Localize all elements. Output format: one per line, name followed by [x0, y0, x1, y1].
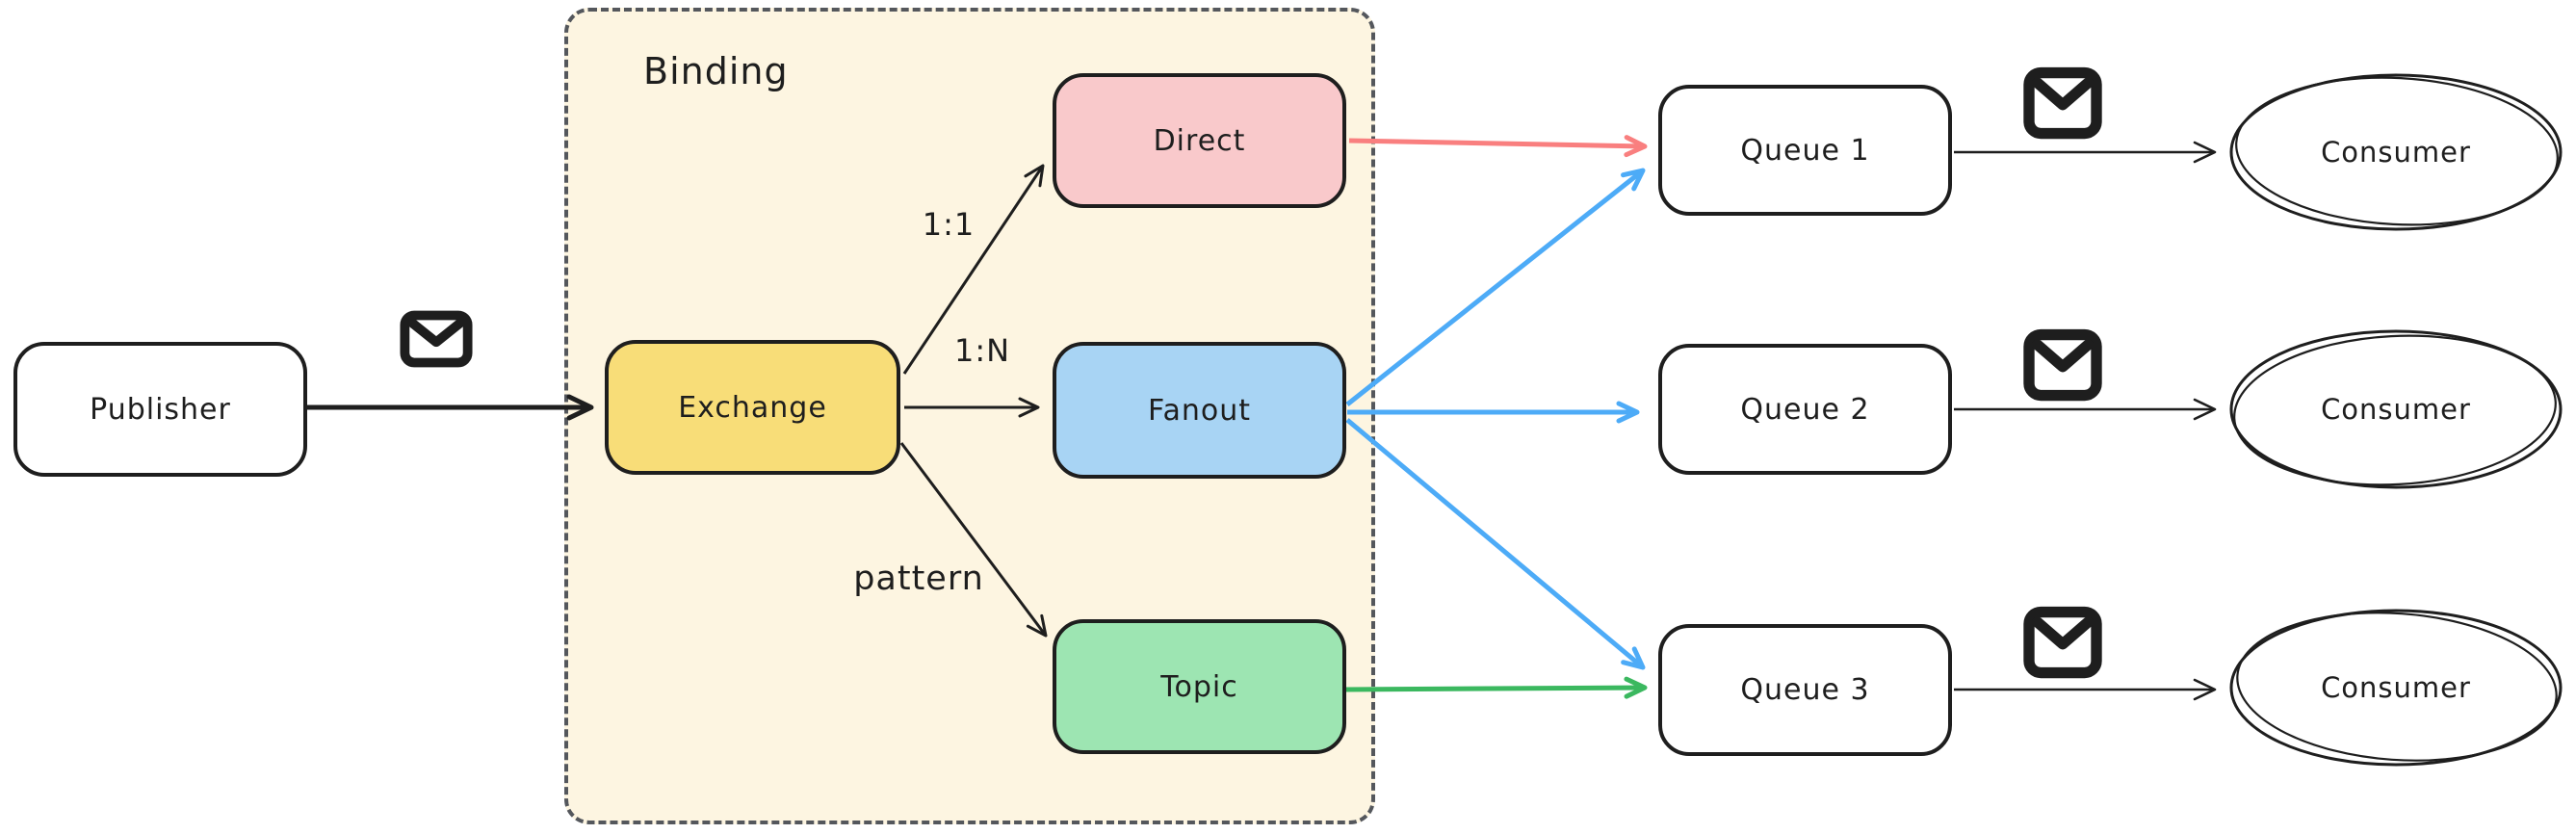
consumer2-ellipse [2229, 329, 2563, 489]
queue1-node: Queue 1 [1658, 85, 1952, 216]
exchange-label: Exchange [678, 390, 827, 425]
queue2-label: Queue 2 [1740, 392, 1870, 427]
topic-exchange-node: Topic [1053, 619, 1346, 754]
edge-fanout-queue3 [1345, 418, 1646, 670]
edge-label-one-to-one: 1:1 [922, 206, 976, 243]
publisher-node: Publisher [13, 342, 307, 477]
queue2-message-envelope-icon [2023, 328, 2102, 402]
publisher-message-envelope-icon [400, 310, 473, 368]
consumer2-label: Consumer [2321, 393, 2471, 426]
fanout-exchange-node: Fanout [1053, 342, 1346, 479]
direct-label: Direct [1153, 123, 1246, 158]
edge-fanout-queue1 [1345, 168, 1646, 406]
publisher-label: Publisher [90, 392, 231, 427]
exchange-node: Exchange [605, 340, 900, 475]
edge-exchange-direct [902, 164, 1045, 375]
edge-label-one-to-n: 1:N [953, 332, 1011, 369]
queue3-node: Queue 3 [1658, 624, 1952, 756]
queue3-message-envelope-icon [2023, 606, 2102, 679]
consumer3-label: Consumer [2321, 671, 2471, 704]
consumer3-ellipse [2229, 609, 2563, 767]
queue3-label: Queue 3 [1740, 673, 1870, 707]
direct-exchange-node: Direct [1053, 73, 1346, 208]
queue1-message-envelope-icon [2023, 66, 2102, 140]
edge-direct-queue1 [1348, 135, 1648, 158]
edge-label-pattern: pattern [853, 560, 984, 598]
edge-topic-queue3 [1344, 676, 1648, 699]
binding-group-title: Binding [643, 50, 789, 92]
consumer1-ellipse [2229, 73, 2563, 231]
edge-exchange-topic [899, 442, 1048, 638]
topic-label: Topic [1160, 669, 1238, 704]
fanout-label: Fanout [1147, 393, 1252, 428]
consumer1-label: Consumer [2321, 136, 2471, 169]
queue2-node: Queue 2 [1658, 344, 1952, 475]
queue1-label: Queue 1 [1740, 133, 1870, 168]
